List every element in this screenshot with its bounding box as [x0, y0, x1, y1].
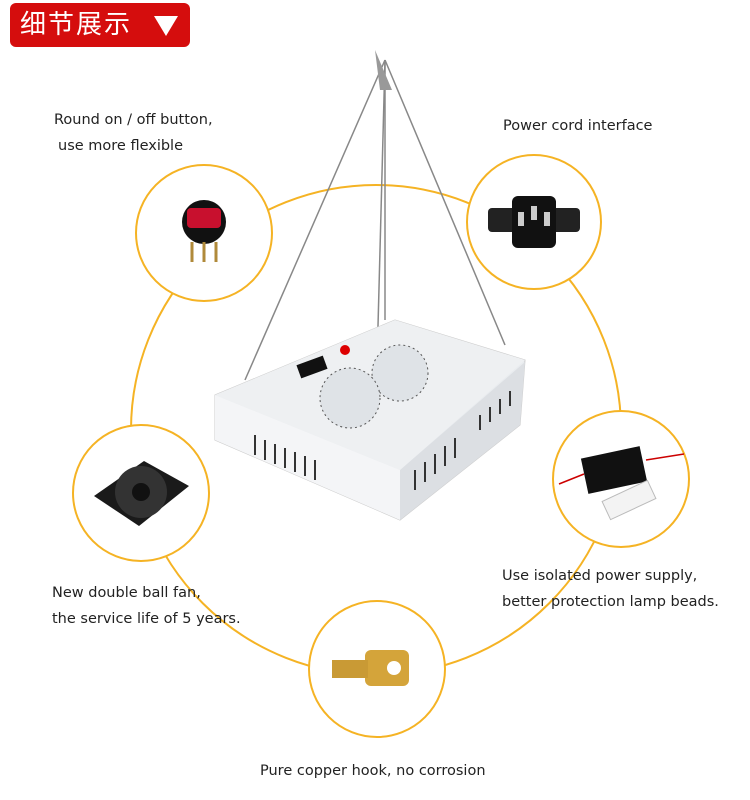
detail-banner: 细节展示: [10, 3, 190, 47]
rocker-switch-icon: [182, 200, 226, 262]
hook-caption: Pure copper hook, no corrosion: [260, 763, 486, 779]
copper-hook-icon: [332, 650, 409, 686]
power-supply-detail-circle: [552, 410, 690, 548]
fan-grille: [319, 367, 381, 429]
led-grow-light: [214, 319, 526, 521]
triangle-down-icon: [154, 16, 178, 36]
power-cord-detail-circle: [466, 154, 602, 290]
hook-detail-circle: [308, 600, 446, 738]
power-socket-icon: [488, 196, 580, 248]
switch-detail-circle: [135, 164, 273, 302]
power-supply-icon: [558, 446, 685, 521]
banner-title: 细节展示: [20, 10, 133, 40]
fan-grille: [371, 344, 429, 402]
hanger-hook-icon: [375, 50, 392, 90]
fan-caption: New double ball fan, the service life of…: [52, 585, 241, 627]
power-cord-caption: Power cord interface: [503, 118, 653, 134]
cooling-fan-icon: [94, 461, 189, 526]
fan-detail-circle: [72, 424, 210, 562]
switch-caption: Round on / off button, use more flexible: [54, 112, 213, 154]
power-supply-caption: Use isolated power supply, better protec…: [502, 568, 719, 610]
